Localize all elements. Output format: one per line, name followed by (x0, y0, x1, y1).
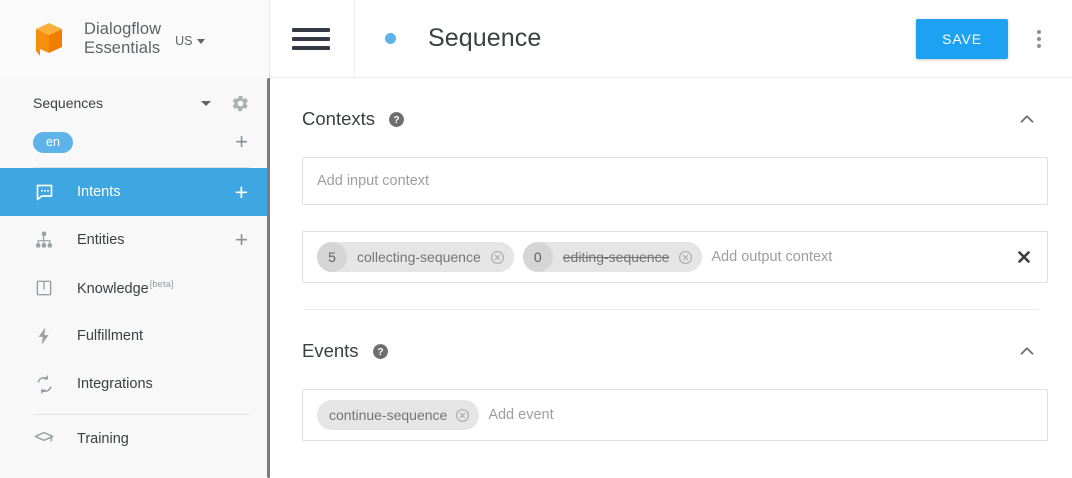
sidebar: Dialogflow Essentials US Sequences en + (0, 0, 270, 478)
svg-text:?: ? (393, 115, 399, 126)
sidebar-item-label: Fulfillment (77, 328, 144, 344)
knowledge-book-icon (33, 277, 55, 299)
output-context-placeholder: Add output context (711, 249, 833, 265)
sidebar-item-training[interactable]: Training (0, 415, 270, 463)
clear-all-x-icon[interactable] (1015, 248, 1033, 266)
dialogflow-cube-logo-icon (26, 16, 72, 62)
language-chip-en[interactable]: en (33, 131, 73, 153)
integrations-sync-icon (33, 373, 55, 395)
chip-label: collecting-sequence (357, 249, 481, 265)
sidebar-divider-top (33, 167, 250, 168)
sidebar-item-label: Integrations (77, 376, 153, 392)
sidebar-item-entities[interactable]: Entities + (0, 216, 270, 264)
sidebar-edge-divider (269, 0, 270, 78)
contexts-title: Contexts (302, 108, 376, 129)
output-context-field[interactable]: 5 collecting-sequence 0 editing-sequence (302, 231, 1048, 283)
brand-name-line2: Essentials (84, 39, 161, 57)
sidebar-item-label: Training (77, 431, 129, 447)
add-language-plus-icon[interactable]: + (235, 129, 248, 154)
svg-text:?: ? (377, 347, 383, 358)
add-intent-plus-icon[interactable]: + (234, 179, 248, 205)
language-row: en + (0, 123, 270, 161)
chip-label: editing-sequence (562, 249, 670, 265)
contexts-collapse-chevron-up-icon[interactable] (1016, 108, 1038, 130)
kebab-menu-icon[interactable] (1022, 19, 1056, 59)
hamburger-menu-icon[interactable] (292, 26, 332, 52)
sidebar-item-integrations[interactable]: Integrations (0, 360, 270, 408)
top-bar: Sequence SAVE (270, 0, 1072, 78)
caret-down-icon[interactable] (201, 100, 211, 106)
sidebar-scrollbar[interactable] (267, 78, 270, 478)
beta-badge: [beta] (149, 279, 174, 291)
sidebar-item-label: Knowledge[beta] (77, 279, 248, 297)
training-graduation-cap-icon (33, 428, 55, 450)
chip-label: continue-sequence (329, 407, 448, 423)
chip-remove-icon[interactable] (678, 250, 693, 265)
agent-selector[interactable]: Sequences (0, 83, 270, 123)
event-chip[interactable]: continue-sequence (317, 400, 480, 430)
brand-name-line1: Dialogflow (84, 20, 162, 38)
chip-remove-icon[interactable] (490, 250, 505, 265)
topbar-separator (354, 0, 355, 78)
events-title: Events (302, 340, 359, 361)
knowledge-text: Knowledge (77, 280, 149, 297)
caret-down-icon (196, 38, 205, 44)
save-button[interactable]: SAVE (916, 18, 1008, 59)
agent-name: Sequences (33, 95, 104, 111)
help-question-icon[interactable]: ? (388, 111, 405, 128)
events-header: Events ? (302, 334, 1048, 368)
add-entity-plus-icon[interactable]: + (235, 227, 248, 252)
sidebar-item-intents[interactable]: Intents + (0, 168, 270, 216)
intents-chat-bubble-icon (33, 181, 55, 203)
brand-header: Dialogflow Essentials US (0, 0, 270, 78)
page-title: Sequence (428, 24, 542, 52)
content-area: Contexts ? Add input context (270, 78, 1072, 441)
events-collapse-chevron-up-icon[interactable] (1016, 340, 1038, 362)
output-context-chip[interactable]: 5 collecting-sequence (317, 242, 514, 272)
chip-remove-icon[interactable] (455, 408, 470, 423)
events-field[interactable]: continue-sequence Add event (302, 389, 1048, 441)
region-label: US (175, 34, 193, 48)
sidebar-item-label: Intents (77, 184, 121, 200)
chip-count-badge: 5 (317, 242, 347, 272)
output-context-chip[interactable]: 0 editing-sequence (522, 242, 703, 272)
fulfillment-bolt-icon (33, 325, 55, 347)
input-context-placeholder: Add input context (317, 173, 430, 189)
region-selector[interactable]: US (175, 34, 205, 48)
events-placeholder: Add event (488, 407, 554, 423)
contexts-section: Contexts ? Add input context (302, 78, 1048, 283)
brand-name: Dialogflow Essentials (84, 20, 161, 58)
main-panel: Sequence SAVE Contexts ? (270, 0, 1072, 478)
input-context-field[interactable]: Add input context (302, 157, 1048, 205)
section-divider (304, 309, 1038, 310)
sidebar-divider-bottom (33, 414, 250, 415)
sidebar-item-label: Entities (77, 232, 125, 248)
chip-count-badge: 0 (522, 242, 553, 272)
help-question-icon[interactable]: ? (372, 343, 389, 360)
status-dot-icon (385, 33, 396, 44)
sidebar-item-knowledge[interactable]: Knowledge[beta] (0, 264, 270, 312)
contexts-header: Contexts ? (302, 102, 1048, 136)
entities-hierarchy-icon (33, 229, 55, 251)
gear-icon[interactable] (231, 94, 250, 113)
sidebar-item-fulfillment[interactable]: Fulfillment (0, 312, 270, 360)
events-section: Events ? continue- (302, 310, 1048, 441)
